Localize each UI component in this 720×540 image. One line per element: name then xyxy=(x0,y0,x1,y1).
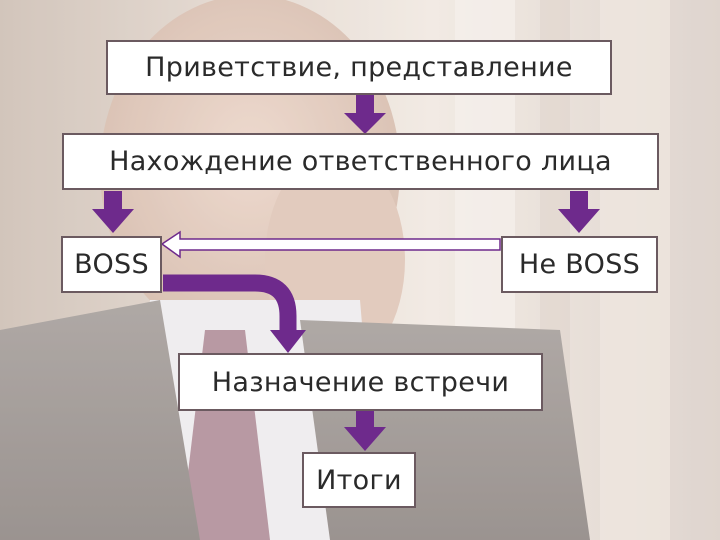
step-results-label: Итоги xyxy=(316,464,402,496)
step-find-person-box: Нахождение ответственного лица xyxy=(62,133,659,190)
step-greeting-box: Приветствие, представление xyxy=(106,40,612,95)
step-find-person-label: Нахождение ответственного лица xyxy=(109,146,612,177)
step-not-boss-label: Не BOSS xyxy=(518,249,641,280)
arrow-down-results xyxy=(344,411,386,451)
step-greeting-label: Приветствие, представление xyxy=(145,52,573,83)
step-meeting-label: Назначение встречи xyxy=(211,366,510,398)
step-not-boss-box: Не BOSS xyxy=(501,236,658,293)
step-boss-label: BOSS xyxy=(74,249,149,280)
step-boss-box: BOSS xyxy=(61,236,162,293)
arrow-down-boss xyxy=(92,191,134,233)
arrow-boss-to-meeting xyxy=(163,274,306,353)
step-meeting-box: Назначение встречи xyxy=(178,353,543,411)
step-results-box: Итоги xyxy=(302,452,416,508)
arrow-notboss-to-boss xyxy=(160,230,501,259)
arrow-down-not-boss xyxy=(558,191,600,233)
arrow-down-1 xyxy=(344,95,386,134)
